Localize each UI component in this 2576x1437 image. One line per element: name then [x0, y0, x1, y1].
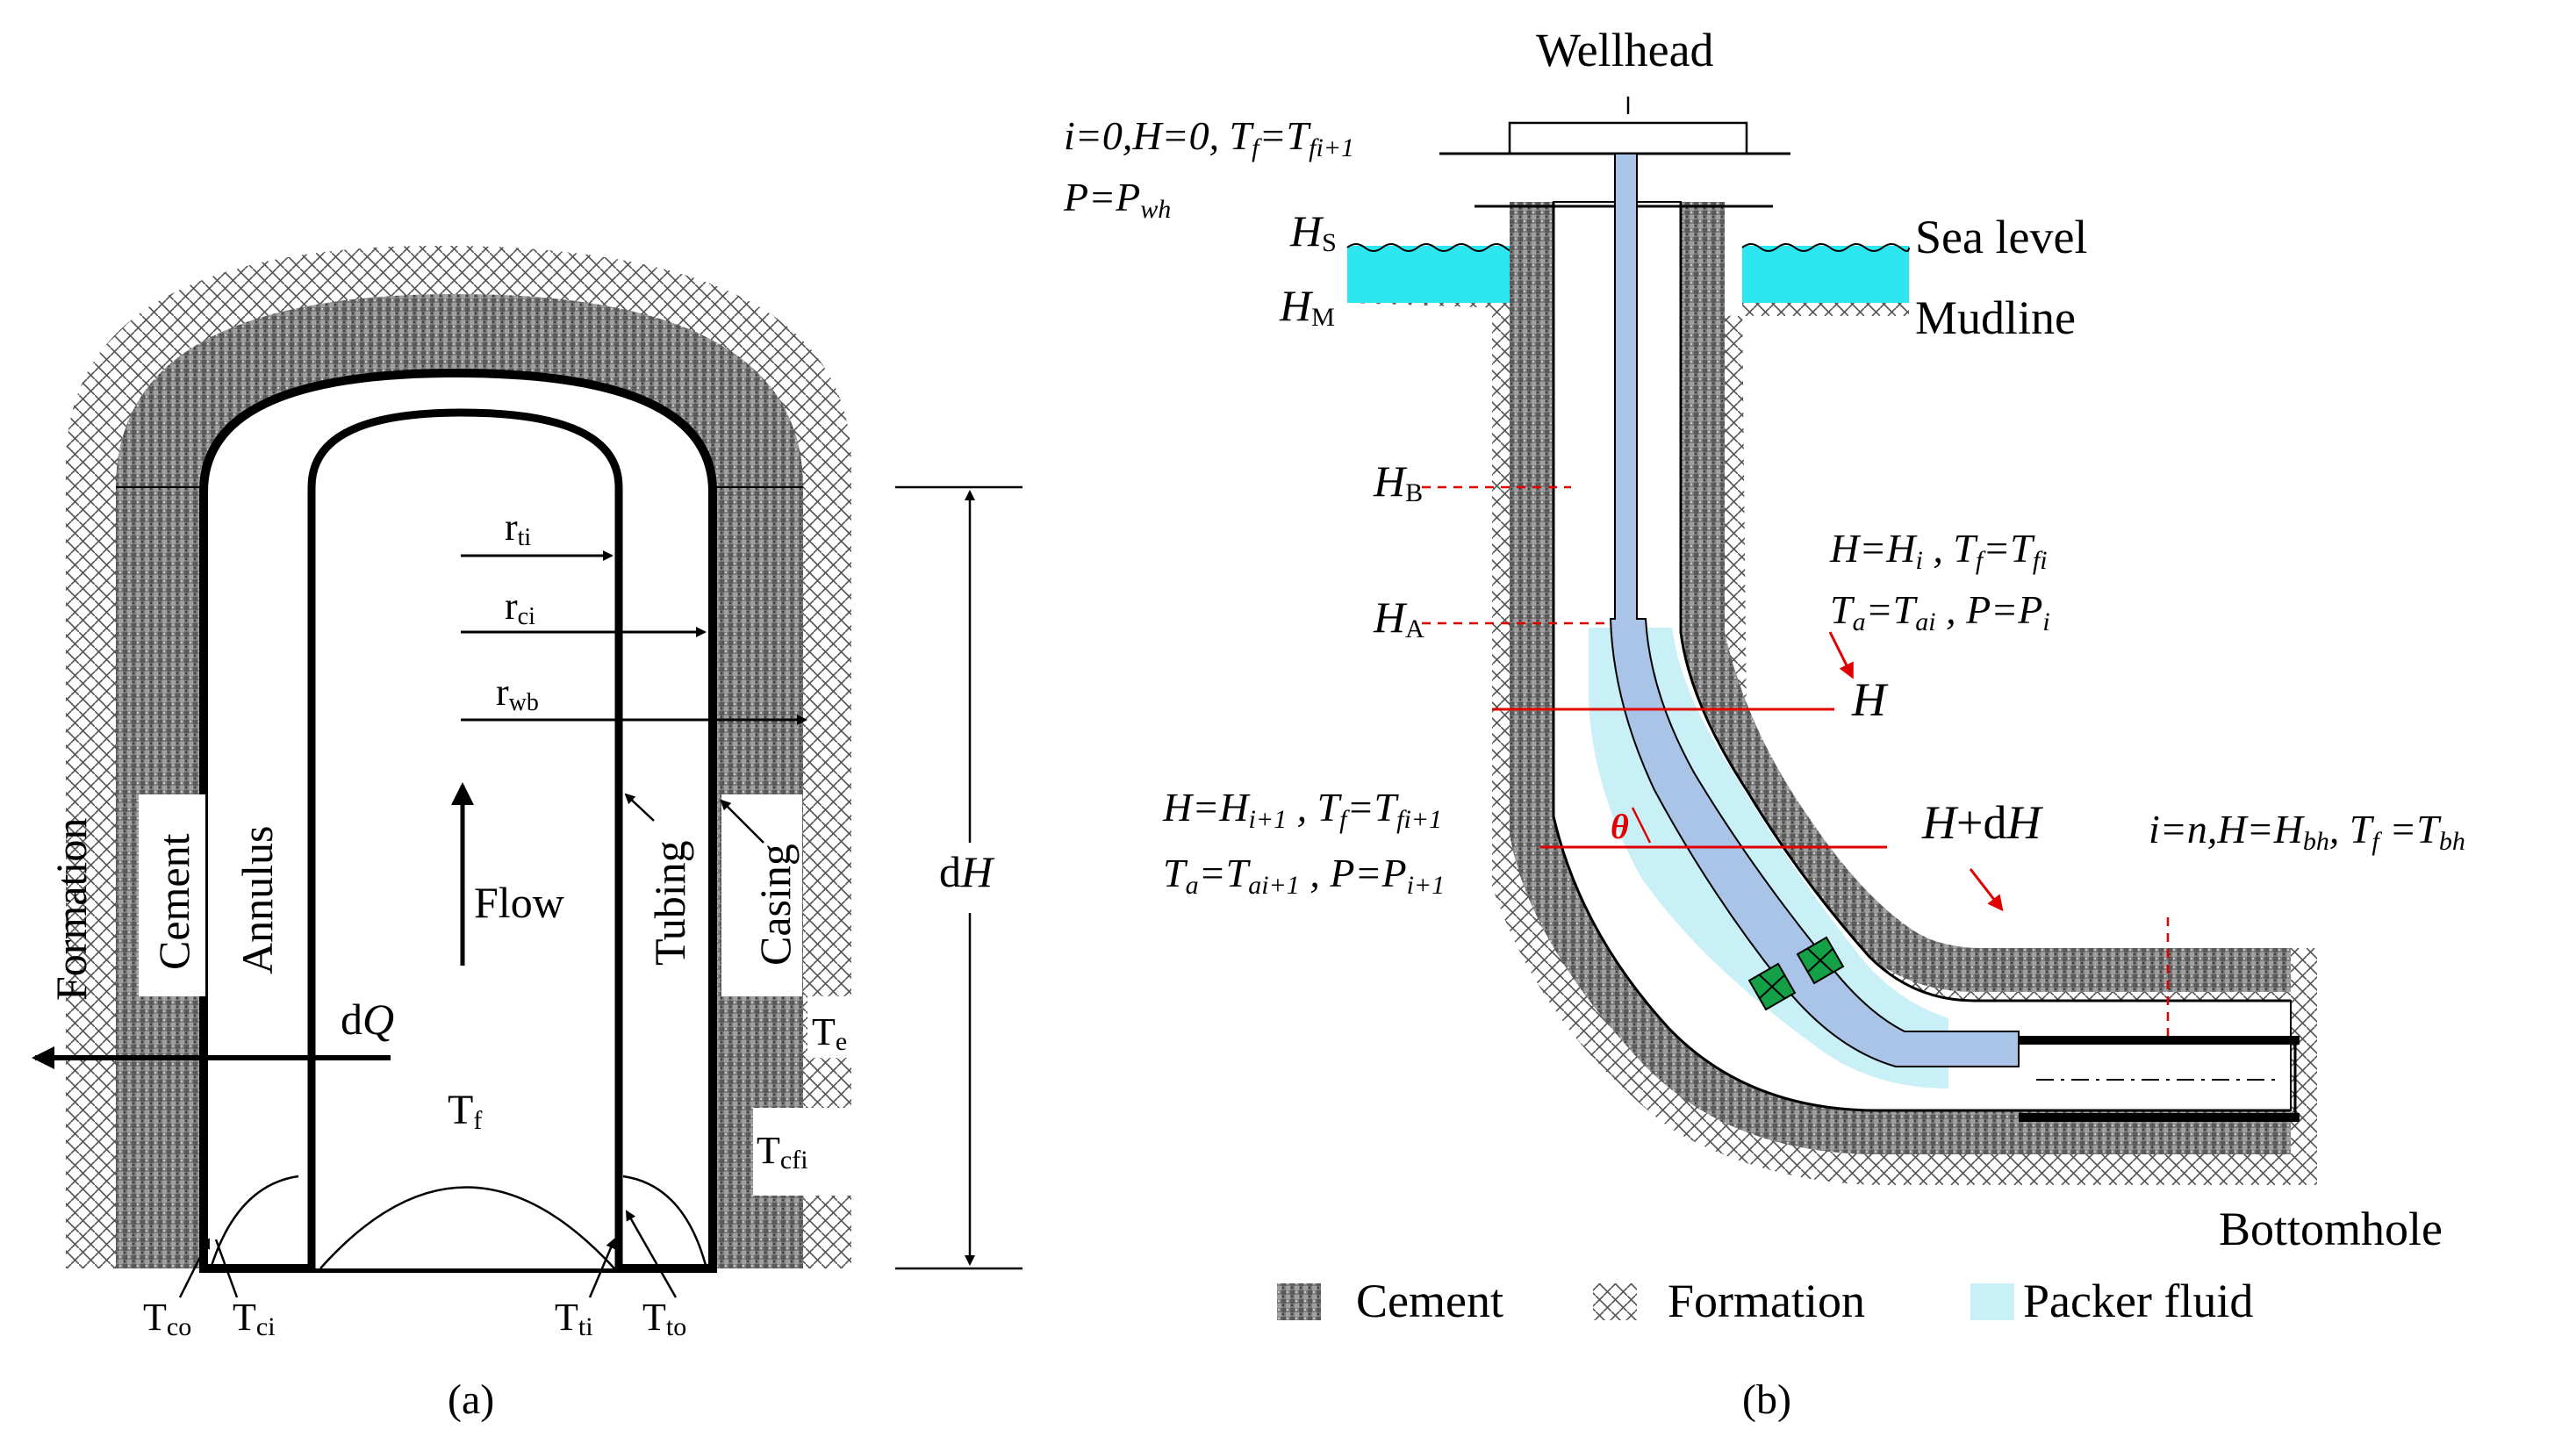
h-arrow: [1828, 631, 1854, 679]
wellhead-label: Wellhead: [1536, 24, 1714, 76]
formation-label: Formation: [47, 818, 96, 1001]
tf-label: Tf: [448, 1087, 482, 1135]
top-eq-line-1: i=0,H=0, Tf=Tfi+1: [1064, 113, 1354, 162]
tubing-string: [1609, 153, 2020, 1067]
tto-label: Tto: [642, 1296, 686, 1341]
left-eq-line-2: Ta=Tai+1 , P=Pi+1: [1163, 851, 1445, 900]
te-label-box: [807, 996, 851, 1058]
left-eq-line-1: H=Hi+1 , Tf=Tfi+1: [1162, 785, 1442, 834]
theta-label: θ: [1611, 807, 1629, 846]
bottom-arc-right: [622, 1175, 708, 1269]
tti-label: Tti: [555, 1296, 593, 1341]
caption-b: (b): [1742, 1376, 1791, 1423]
packer-left-x: [1758, 974, 1786, 1000]
tco-label: Tco: [143, 1296, 191, 1341]
legend-formation-label: Formation: [1668, 1275, 1865, 1327]
bottomhole-eq: i=n,H=Hbh, Tf =Tbh: [2149, 807, 2465, 856]
legend-cement-swatch: [1277, 1283, 1321, 1320]
r-wb-label: rwb: [496, 671, 539, 716]
tubing-label: Tubing: [645, 840, 694, 966]
cement-label-box: [139, 794, 205, 996]
wellhead-box: [1508, 121, 1748, 155]
casing-right-wall: [1679, 202, 2291, 1002]
packer-right-x: [1806, 947, 1834, 974]
tubing-wall: [307, 408, 623, 1268]
dh-label: dH: [939, 847, 995, 896]
sea-water-left: [1347, 246, 1514, 303]
bottomhole-label: Bottomhole: [2219, 1203, 2443, 1255]
bottom-arc-mid: [319, 1186, 615, 1269]
legend-packer-fluid-swatch: [1970, 1283, 2014, 1320]
cement-label: Cement: [149, 833, 198, 970]
tci-label: Tci: [233, 1296, 276, 1341]
caption-a: (a): [448, 1376, 494, 1423]
bottom-arc-left: [209, 1175, 299, 1269]
mid-eq-line-2: Ta=Tai , P=Pi: [1830, 587, 2050, 636]
legend-formation-swatch: [1593, 1283, 1637, 1320]
mid-eq-line-1: H=Hi , Tf=Tfi: [1829, 526, 2048, 575]
sea-level-label: Sea level: [1915, 211, 2087, 263]
liner-top: [2019, 1036, 2300, 1045]
mudline-label: Mudline: [1915, 291, 2076, 344]
sea-surface-wave-r: [1741, 243, 1910, 252]
tco-pointer: [178, 1238, 211, 1298]
h-label: H: [1851, 673, 1889, 726]
tci-pointer: [214, 1239, 239, 1298]
legend-cement-label: Cement: [1356, 1275, 1503, 1327]
r-ci-label: rci: [505, 585, 535, 630]
tti-pointer: [588, 1238, 616, 1298]
annulus-label: Annulus: [233, 826, 282, 974]
casing-label: Casing: [750, 844, 800, 966]
legend-packer-fluid-label: Packer fluid: [2023, 1275, 2253, 1327]
tto-pointer: [625, 1210, 678, 1298]
sea-surface-wave: [1346, 243, 1515, 252]
hb-label: HB: [1373, 456, 1423, 507]
legend: Cement Formation Packer fluid: [1277, 1275, 2253, 1327]
dq-label: dQ: [341, 995, 394, 1044]
tcfi-label-box: [753, 1108, 851, 1196]
sea-water-right: [1742, 246, 1909, 303]
r-ti-label: rti: [505, 506, 531, 551]
casing-label-box: [721, 794, 802, 996]
panel-a: rti rci rwb Flow dQ Formation Cement Ann…: [32, 246, 1023, 1423]
hm-label: HM: [1279, 281, 1335, 332]
flow-label: Flow: [474, 878, 564, 927]
hdh-arrow: [1969, 868, 2004, 912]
liner-bottom: [2019, 1113, 2300, 1122]
panel-b: Wellhead i=0,H=0, Tf=Tfi+1 P=Pwh HS HM H…: [1063, 24, 2465, 1423]
theta-line: [1631, 807, 1652, 844]
casing-left-wall: [1552, 202, 2291, 1112]
ha-label: HA: [1373, 593, 1424, 643]
te-label: Te: [812, 1010, 847, 1056]
top-eq-line-2: P=Pwh: [1063, 175, 1171, 224]
tubing-pointer: [624, 793, 655, 822]
hs-label: HS: [1289, 206, 1337, 257]
tcfi-label: Tcfi: [757, 1129, 808, 1175]
casing-pointer: [720, 799, 764, 844]
hdh-label: H+dH: [1921, 796, 2043, 849]
